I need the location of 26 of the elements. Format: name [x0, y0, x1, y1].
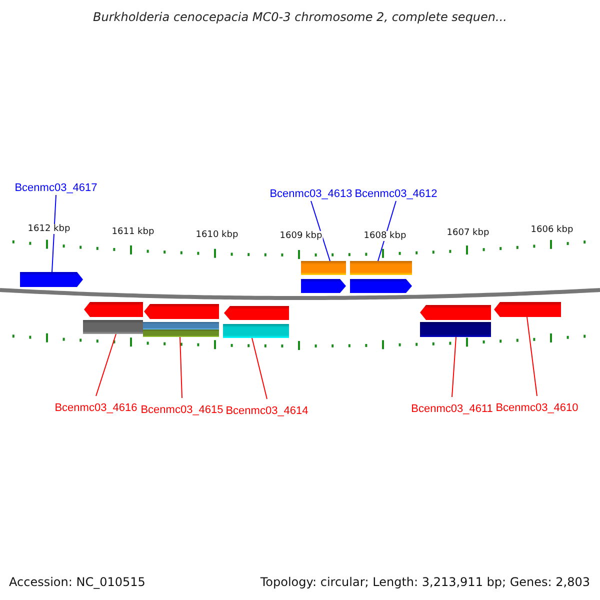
genome-info-text: Topology: circular; Length: 3,213,911 bp; Genes: 2,803: [260, 575, 590, 589]
gene-label: Bcenmc03_4614: [226, 405, 308, 417]
leader-line: [96, 334, 116, 396]
accession-text: Accession: NC_010515: [9, 575, 146, 589]
tick-label: 1612 kbp: [26, 224, 72, 234]
tick-label: 1608 kbp: [362, 231, 408, 241]
gene-label: Bcenmc03_4611: [411, 403, 493, 415]
leader-line: [452, 336, 456, 398]
tick-label: 1610 kbp: [194, 230, 240, 240]
gene-label: Bcenmc03_4613: [270, 188, 352, 200]
tick-label: 1609 kbp: [278, 231, 324, 241]
gene-label: Bcenmc03_4617: [14, 182, 98, 194]
leader-line: [378, 200, 396, 262]
title: Burkholderia cenocepacia MC0-3 chromosome 2, complete sequen...: [92, 10, 508, 24]
gene-label: Bcenmc03_4610: [496, 402, 578, 414]
gene-label: Bcenmc03_4612: [354, 188, 438, 200]
leader-line: [252, 338, 268, 400]
leader-line: [180, 336, 182, 398]
tick-label: 1611 kbp: [110, 227, 156, 237]
leader-line: [526, 316, 538, 396]
gene-label: Bcenmc03_4616: [54, 402, 138, 414]
tick-label: 1606 kbp: [530, 225, 574, 235]
gene-label: Bcenmc03_4615: [140, 404, 224, 416]
leader-line: [52, 194, 56, 272]
tick-label: 1607 kbp: [446, 228, 490, 238]
leader-line: [310, 200, 330, 262]
